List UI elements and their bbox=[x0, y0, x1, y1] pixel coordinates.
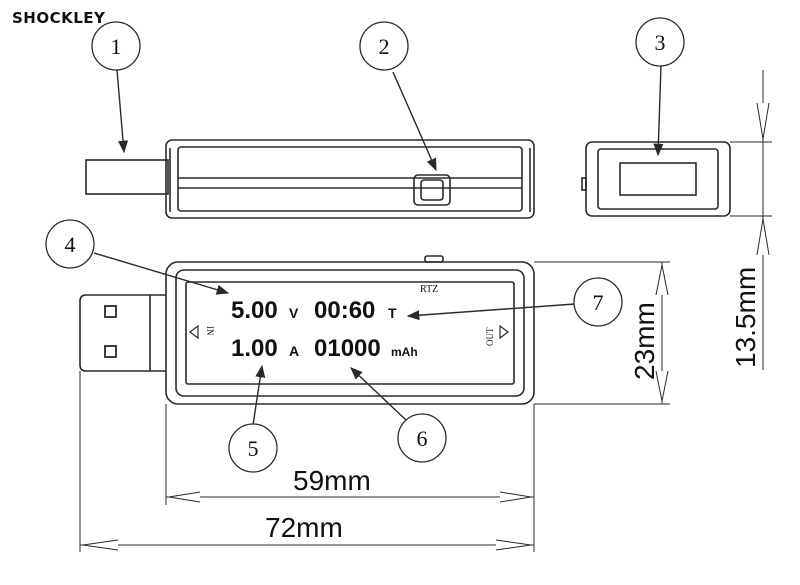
output-label: OUT bbox=[485, 327, 495, 346]
output-arrow-icon bbox=[499, 324, 509, 340]
capacity-unit: mAh bbox=[391, 345, 418, 359]
dimension-lengths bbox=[79, 371, 535, 552]
input-marker: IN bbox=[189, 324, 215, 340]
end-view-usb-port bbox=[619, 162, 697, 196]
side-view-body bbox=[165, 139, 535, 219]
front-view bbox=[79, 255, 535, 405]
dimension-total-length-label: 72mm bbox=[265, 512, 343, 543]
dimension-width bbox=[534, 261, 670, 405]
rtz-button-side bbox=[413, 174, 451, 206]
svg-text:7: 7 bbox=[593, 290, 604, 315]
dimension-width-label: 23mm bbox=[629, 302, 660, 380]
lcd-readings: 5.00 V 00:60 T 1.00 A 01000 mAh bbox=[231, 297, 418, 362]
svg-text:3: 3 bbox=[655, 30, 666, 55]
dimension-body-length-label: 59mm bbox=[293, 465, 371, 496]
callout-7: 7 bbox=[573, 277, 623, 327]
brand-logo: SHOCKLEY bbox=[12, 9, 106, 27]
voltage-value: 5.00 bbox=[231, 297, 278, 324]
callout-1: 1 bbox=[91, 21, 141, 71]
side-view-usb-plug bbox=[85, 159, 169, 195]
output-marker: OUT bbox=[485, 324, 509, 346]
time-unit: T bbox=[388, 305, 397, 321]
svg-text:2: 2 bbox=[379, 34, 390, 59]
svg-text:6: 6 bbox=[417, 426, 428, 451]
callout-5: 5 bbox=[228, 423, 278, 473]
svg-text:5: 5 bbox=[248, 436, 259, 461]
current-unit: A bbox=[289, 343, 299, 359]
callout-3: 3 bbox=[635, 17, 685, 67]
rtz-label: RTZ bbox=[420, 284, 438, 295]
svg-text:4: 4 bbox=[65, 232, 76, 257]
capacity-value: 01000 bbox=[314, 335, 381, 362]
dimension-thickness-label: 13.5mm bbox=[730, 267, 761, 368]
input-label: IN bbox=[205, 326, 215, 336]
time-value: 00:60 bbox=[314, 297, 375, 324]
end-view bbox=[581, 141, 731, 217]
input-arrow-icon bbox=[189, 324, 199, 340]
callout-bubbles: 1 2 3 4 5 6 7 bbox=[45, 17, 685, 473]
dimension-thickness bbox=[730, 70, 772, 370]
callout-2: 2 bbox=[359, 21, 409, 71]
side-view bbox=[85, 139, 535, 219]
lcd-screen bbox=[185, 281, 515, 385]
callout-6: 6 bbox=[397, 413, 447, 463]
front-view-body bbox=[165, 261, 535, 405]
callout-4: 4 bbox=[45, 219, 95, 269]
voltage-unit: V bbox=[289, 305, 299, 321]
front-view-usb-plug bbox=[79, 294, 166, 372]
callout-leaders bbox=[93, 64, 664, 426]
current-value: 1.00 bbox=[231, 335, 278, 362]
svg-text:1: 1 bbox=[111, 34, 122, 59]
